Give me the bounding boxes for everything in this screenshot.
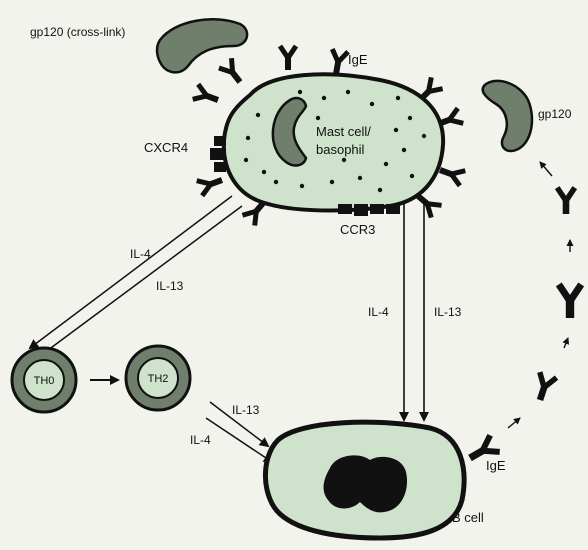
cxcr4-receptor bbox=[210, 136, 226, 172]
ccr3-label: CCR3 bbox=[340, 222, 375, 237]
il13-lower-label: IL-13 bbox=[232, 403, 260, 417]
b-cell-nucleus bbox=[324, 455, 407, 512]
il4-left-label: IL-4 bbox=[130, 247, 151, 261]
mast-cell-label-line2: basophil bbox=[316, 142, 365, 157]
gp120-right-label: gp120 bbox=[538, 107, 572, 121]
ige-bottom-label: IgE bbox=[486, 458, 506, 473]
ige-top-label: IgE bbox=[348, 52, 368, 67]
il-arrows-to-bcell bbox=[404, 204, 424, 420]
il13-mid-label: IL-13 bbox=[434, 305, 462, 319]
free-ige-molecules bbox=[465, 188, 581, 467]
th2-label: TH2 bbox=[148, 373, 169, 385]
il4-lower-label: IL-4 bbox=[190, 433, 211, 447]
th2-cell: TH2 bbox=[126, 346, 190, 410]
th0-cell: TH0 bbox=[12, 348, 76, 412]
il4-mid-label: IL-4 bbox=[368, 305, 389, 319]
il13-left-label: IL-13 bbox=[156, 279, 184, 293]
cxcr4-label: CXCR4 bbox=[144, 140, 188, 155]
gp120-right-blob bbox=[483, 81, 532, 151]
b-cell-label: B cell bbox=[452, 510, 484, 525]
gp120-crosslink-label: gp120 (cross-link) bbox=[30, 25, 125, 39]
il-arrows-to-th0 bbox=[30, 196, 242, 356]
ige-cycle-arrows bbox=[508, 162, 570, 428]
mast-cell-label-line1: Mast cell/ bbox=[316, 124, 371, 139]
th0-label: TH0 bbox=[34, 375, 55, 387]
